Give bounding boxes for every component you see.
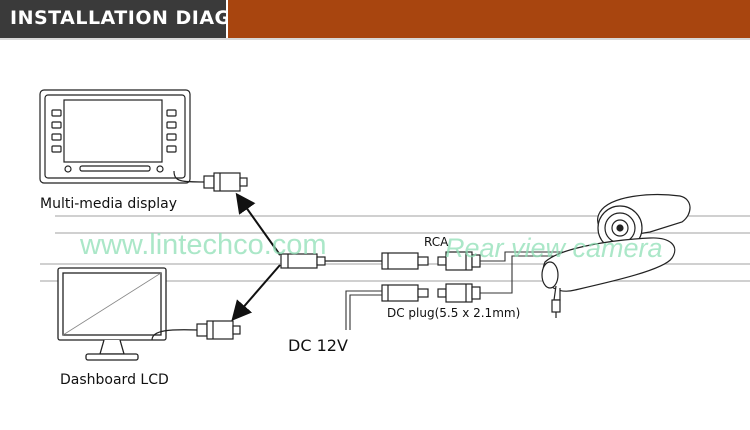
multimedia-display-icon [39,89,191,184]
arrow-to-multimedia-display [235,192,281,256]
rear-view-camera-icon [541,193,691,318]
header-divider [0,38,750,40]
watermark-website: www.lintechco.com [80,229,327,261]
dashboard-lcd-icon [57,267,167,361]
dashboard-cable [151,329,199,341]
dashboard-connector-icon [196,320,241,340]
label-multimedia-display: Multi-media display [40,196,178,212]
label-dc-12v: DC 12V [288,336,348,355]
multimedia-connector-icon [203,172,248,192]
arrow-to-dashboard-lcd [231,264,281,322]
header: INSTALLATION DIAGRAM [0,0,750,40]
label-dc-plug: DC plug(5.5 x 2.1mm) [387,306,521,320]
multimedia-cable [173,170,206,183]
label-rca: RCA [424,235,449,249]
dc-plug-connector-pair [381,283,481,303]
label-dashboard-lcd: Dashboard LCD [60,372,169,388]
watermark-camera: Rear view camera [445,233,663,263]
header-title-background [0,0,226,38]
dc-12v-wires [345,290,382,330]
splitter-connector-icon [280,253,326,269]
rca-connector-pair [381,251,481,271]
header-title: INSTALLATION DIAGRAM [10,7,281,29]
camera-cables [480,251,575,294]
header-accent-bar [228,0,750,38]
